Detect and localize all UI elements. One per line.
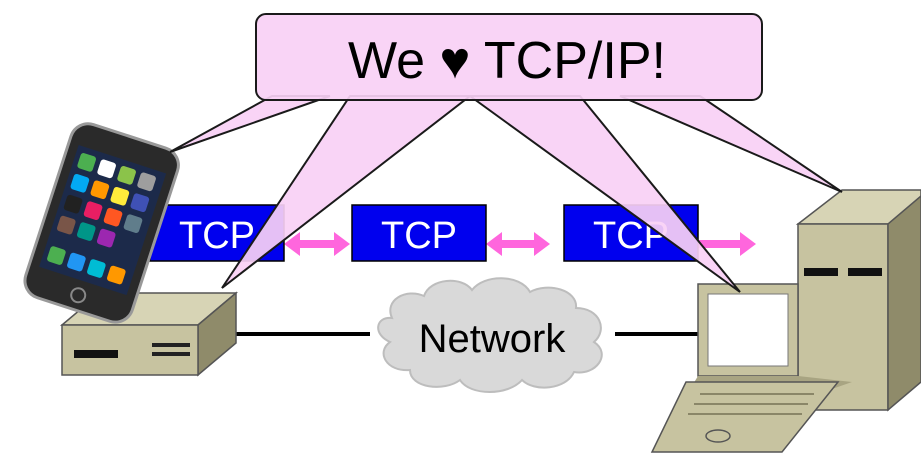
tcp-box-1-label: TCP — [179, 215, 255, 257]
bubble-body — [255, 13, 763, 101]
home-button-icon — [70, 287, 87, 304]
network-label: Network — [419, 317, 567, 361]
tcp-arrows — [284, 232, 756, 256]
double-arrow-2 — [486, 232, 550, 256]
tcp-box-2: TCP — [351, 204, 487, 262]
tcp-box-2-label: TCP — [381, 215, 457, 257]
speech-bubble — [169, 13, 843, 293]
laptop-icon — [650, 283, 852, 453]
smartphone-icon — [23, 122, 180, 324]
touchpad-icon — [705, 429, 731, 443]
tower-server-icon — [795, 189, 921, 412]
double-arrow-1 — [284, 232, 350, 256]
arrow-right-3 — [698, 232, 756, 256]
network-cloud: Network — [377, 277, 603, 393]
bubble-tail-server — [619, 95, 843, 193]
bubble-tail-phone — [169, 95, 331, 153]
app-icon-grid — [47, 153, 156, 285]
bubble-text: We ♥ TCP/IP! — [348, 32, 666, 90]
